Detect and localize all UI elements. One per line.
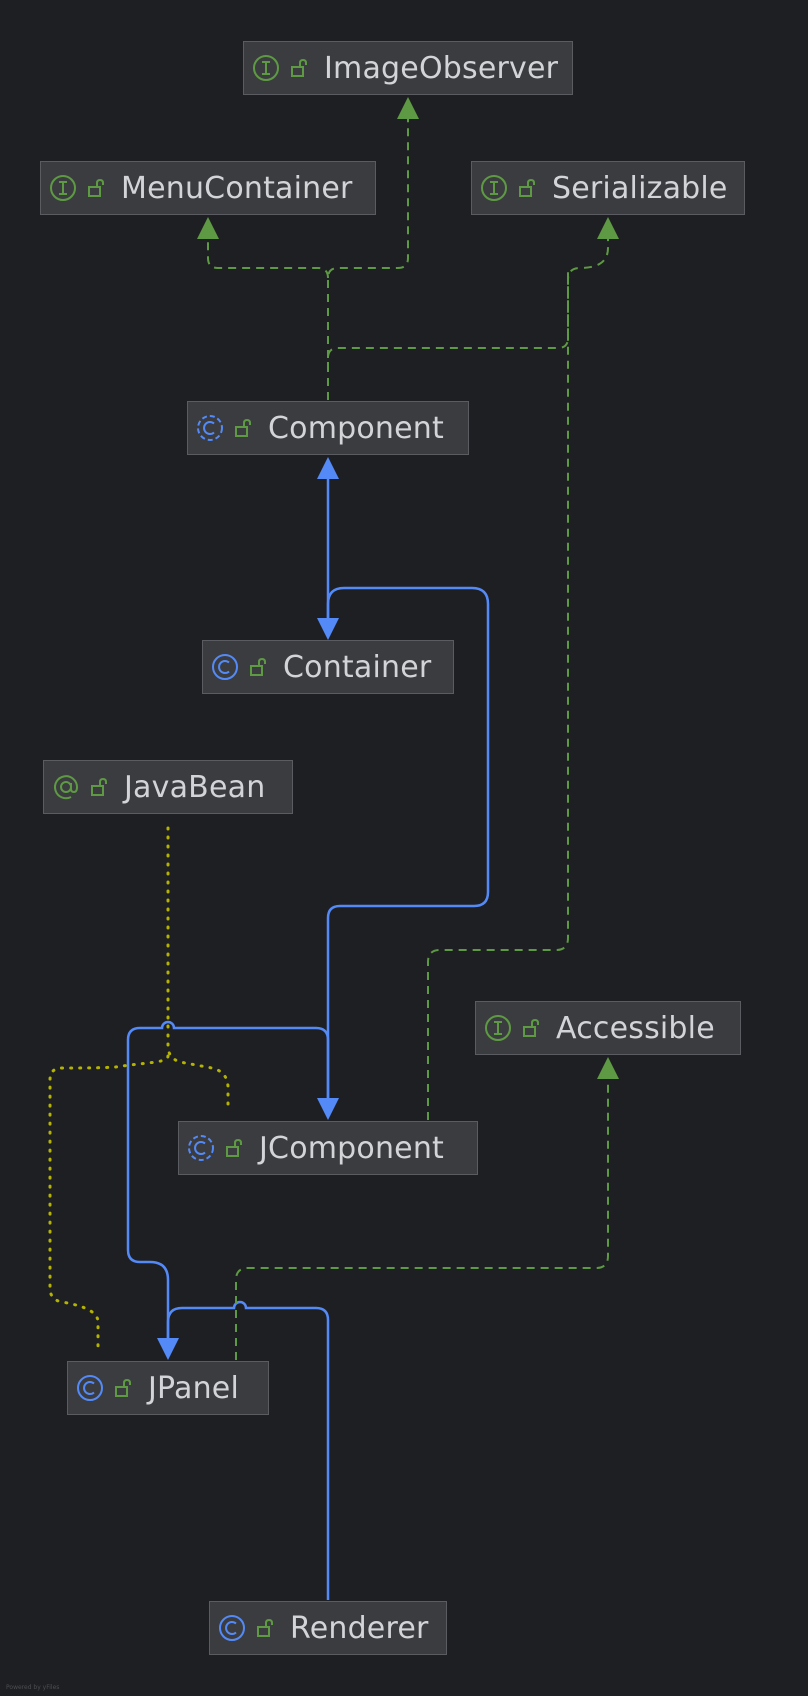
- edge-component-menucontainer: [207, 238, 329, 279]
- class-icon: [218, 1614, 246, 1642]
- node-imageobserver[interactable]: ImageObserver: [243, 41, 573, 95]
- annotation-icon: [52, 773, 80, 801]
- edge-component-serializable: [327, 268, 569, 370]
- node-label: Renderer: [290, 1610, 429, 1646]
- node-label: Container: [283, 649, 432, 685]
- node-javabean[interactable]: JavaBean: [43, 760, 293, 814]
- node-label: JComponent: [259, 1130, 445, 1166]
- public-visibility-icon: [247, 656, 269, 678]
- class-icon: [211, 653, 239, 681]
- public-visibility-icon: [88, 776, 110, 798]
- interface-icon: [480, 174, 508, 202]
- public-visibility-icon: [232, 417, 254, 439]
- public-visibility-icon: [223, 1137, 245, 1159]
- node-label: MenuContainer: [121, 170, 353, 206]
- node-menucontainer[interactable]: MenuContainer: [40, 161, 376, 215]
- node-label: Serializable: [552, 170, 728, 206]
- arrowhead-serializable: [597, 217, 619, 239]
- public-visibility-icon: [520, 1017, 542, 1039]
- arrowhead-jpanel: [157, 1338, 179, 1360]
- edge-jpanel-javabean: [48, 1054, 170, 1352]
- node-jpanel[interactable]: JPanel: [67, 1361, 269, 1415]
- abstract-class-icon: [196, 414, 224, 442]
- public-visibility-icon: [288, 57, 310, 79]
- node-label: JavaBean: [124, 769, 266, 805]
- node-label: JPanel: [148, 1370, 239, 1406]
- node-label: Component: [268, 410, 444, 446]
- edge-jcomponent-serializable: [427, 239, 609, 1120]
- interface-icon: [484, 1014, 512, 1042]
- arrowhead-container: [317, 618, 339, 640]
- edge-jpanel-jcomponent: [126, 1020, 330, 1338]
- footer-credit: Powered by yFiles: [6, 1684, 60, 1691]
- public-visibility-icon: [112, 1377, 134, 1399]
- arrowhead-accessible: [597, 1057, 619, 1079]
- node-renderer[interactable]: Renderer: [209, 1601, 447, 1655]
- node-component[interactable]: Component: [187, 401, 469, 455]
- edge-jcomponent-container: [326, 586, 490, 1098]
- node-container[interactable]: Container: [202, 640, 454, 694]
- node-accessible[interactable]: Accessible: [475, 1001, 741, 1055]
- arrowhead-imageobserver: [397, 97, 419, 119]
- class-icon: [76, 1374, 104, 1402]
- abstract-class-icon: [187, 1134, 215, 1162]
- node-jcomponent[interactable]: JComponent: [178, 1121, 478, 1175]
- public-visibility-icon: [254, 1617, 276, 1639]
- public-visibility-icon: [85, 177, 107, 199]
- edge-jpanel-accessible: [235, 1078, 609, 1360]
- edge-jcomponent-javabean: [166, 826, 230, 1112]
- interface-icon: [252, 54, 280, 82]
- arrowhead-component: [317, 457, 339, 479]
- public-visibility-icon: [516, 177, 538, 199]
- node-label: ImageObserver: [324, 50, 559, 86]
- node-label: Accessible: [556, 1010, 715, 1046]
- interface-icon: [49, 174, 77, 202]
- arrowhead-menucontainer: [197, 217, 219, 239]
- arrowhead-jcomponent: [317, 1098, 339, 1120]
- edge-component-imageobserver: [327, 118, 409, 400]
- edge-renderer-jpanel: [166, 1300, 330, 1600]
- node-serializable[interactable]: Serializable: [471, 161, 745, 215]
